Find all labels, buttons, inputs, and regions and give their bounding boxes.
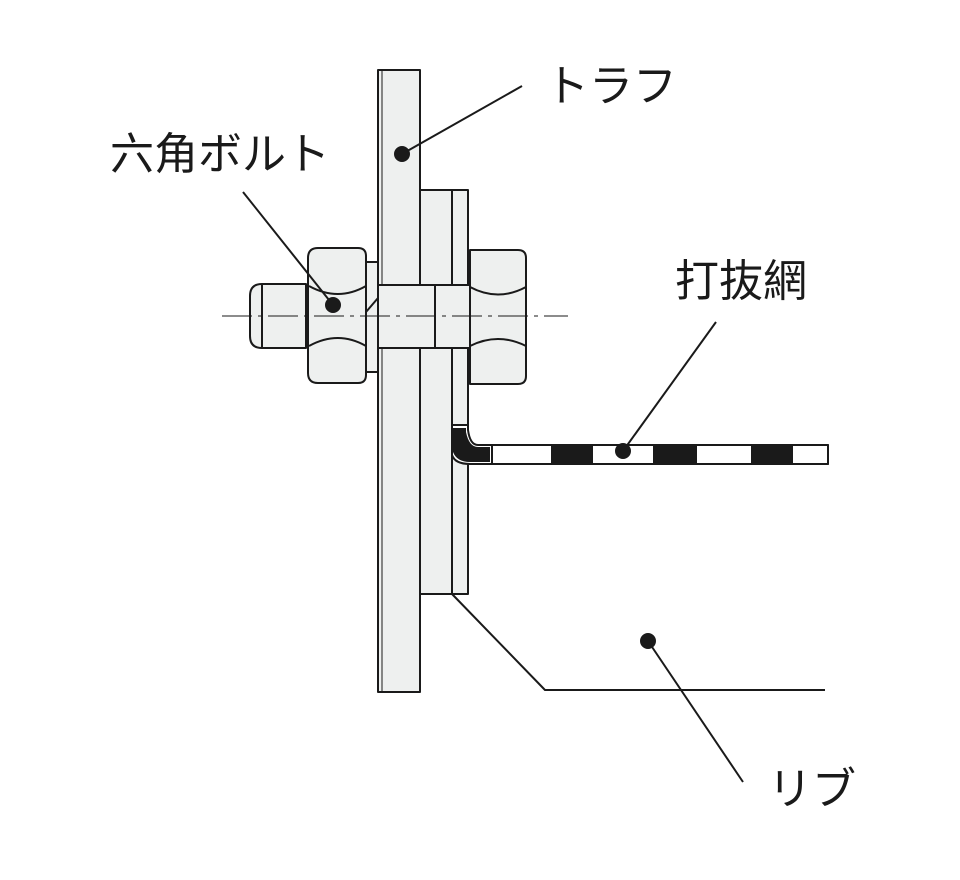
trough-plate: [377, 69, 421, 693]
rib-outline: [419, 470, 825, 691]
bolt-head: [469, 249, 527, 385]
label-rib: リブ: [768, 764, 856, 815]
label-punched-mesh: 打抜網: [675, 256, 807, 307]
label-hex-bolt: 六角ボルト: [110, 129, 330, 180]
leader-rib: [640, 633, 744, 783]
punched-mesh: [451, 424, 829, 465]
rib-vertical-leg: [419, 189, 469, 595]
label-trough: トラフ: [545, 61, 677, 112]
leader-hex-bolt: [242, 191, 341, 313]
leader-trough: [394, 85, 523, 162]
leader-punched-mesh: [615, 321, 717, 459]
